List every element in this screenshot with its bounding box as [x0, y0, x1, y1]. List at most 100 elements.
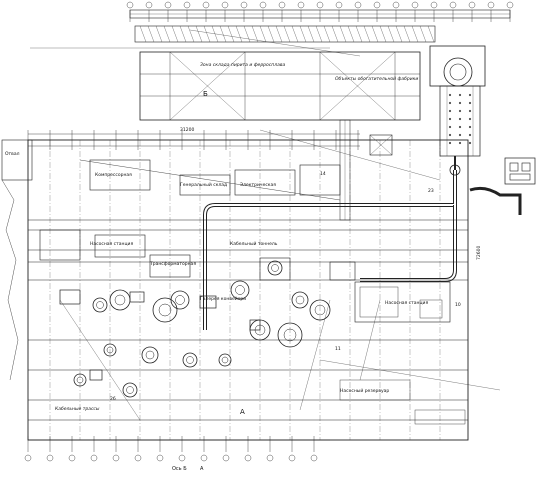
equipment-circle — [92, 297, 108, 313]
axis-bubble — [430, 1, 438, 9]
room-f — [94, 234, 146, 258]
axis-bubble — [373, 1, 381, 9]
tag-23: 23 — [428, 188, 434, 194]
equipment-circle — [103, 343, 117, 357]
dim-mid: 72600 — [476, 246, 482, 260]
axis-bubble — [183, 1, 191, 9]
bottom-axis-ticks — [24, 436, 318, 462]
dim-top: 31200 — [180, 127, 194, 133]
main-dimension-ticks — [27, 130, 359, 150]
axis-bubble — [449, 1, 457, 9]
label-row-1: Генеральный склад — [180, 181, 227, 188]
tag-26: 26 — [110, 396, 116, 402]
axis-bubble — [297, 1, 305, 9]
label-row-3: Электрическая — [240, 182, 276, 188]
equipment-box — [89, 369, 103, 381]
axis-bubble — [68, 454, 76, 462]
axis-bubble — [202, 1, 210, 9]
room-b — [179, 174, 231, 196]
equipment-circle — [277, 322, 303, 348]
tag-11: 11 — [335, 346, 341, 352]
axis-bubble — [487, 1, 495, 9]
axis-bubble — [354, 1, 362, 9]
label-bottom-section: А — [240, 408, 245, 416]
label-row-9: Кабельные трассы — [55, 406, 100, 412]
tower-drum — [443, 57, 473, 87]
label-top-area-2: Объекты обогатительной фабрики — [335, 76, 418, 82]
label-bottom: Ось Б — [172, 466, 187, 472]
top-axis-ticks — [126, 1, 514, 22]
axis-bubble — [316, 1, 324, 9]
axis-bubble — [506, 1, 514, 9]
axis-bubble — [156, 454, 164, 462]
axis-bubble — [335, 1, 343, 9]
axis-bubble — [164, 1, 172, 9]
room-c — [234, 169, 296, 196]
bottom-right-box — [339, 379, 411, 401]
equipment-circle — [170, 290, 190, 310]
tower-grid-dots — [448, 93, 472, 145]
label-row-7: Галерея конвейера — [200, 295, 246, 302]
label-row-8: Насосная станция — [385, 300, 428, 306]
axis-bubble — [240, 1, 248, 9]
axis-bubble — [46, 454, 54, 462]
tag-14: 14 — [320, 171, 326, 177]
room-a — [89, 159, 151, 191]
equipment-circle — [141, 346, 159, 364]
label-section-top: Б — [203, 90, 208, 98]
label-row-6: Кабельный тоннель — [230, 240, 278, 247]
label-bottom-2: А — [200, 466, 204, 472]
axis-bubble — [222, 454, 230, 462]
equipment-circle — [230, 280, 250, 300]
axis-bubble — [90, 454, 98, 462]
axis-bubble — [178, 454, 186, 462]
tower-shaft — [439, 85, 481, 157]
axis-bubble — [266, 454, 274, 462]
tag-10: 10 — [455, 302, 461, 308]
top-hatched-band — [134, 25, 436, 43]
equipment-units — [59, 260, 331, 398]
equipment-circle — [122, 382, 138, 398]
axis-bubble — [411, 1, 419, 9]
equipment-circle — [309, 299, 331, 321]
equipment-circle — [73, 373, 87, 387]
top-hatch-lines — [139, 25, 435, 43]
axis-bubble — [24, 454, 32, 462]
equipment-box — [199, 295, 217, 309]
small-unit — [369, 134, 393, 156]
room-g — [149, 254, 191, 278]
equipment-circle — [152, 297, 178, 323]
axis-bubble — [392, 1, 400, 9]
axis-bubble — [259, 1, 267, 9]
room-e — [39, 229, 81, 261]
right-equipment — [504, 157, 536, 185]
room-d — [299, 164, 341, 196]
axis-bubble — [126, 1, 134, 9]
axis-bubble — [244, 454, 252, 462]
axis-bubble — [288, 454, 296, 462]
axis-bubble — [310, 454, 318, 462]
equipment-circle — [267, 260, 283, 276]
label-row-5: Трансформаторная — [149, 261, 196, 267]
axis-bubble — [112, 454, 120, 462]
label-row-2: Компрессорная — [95, 172, 132, 178]
axis-bubble — [278, 1, 286, 9]
equipment-circle — [218, 353, 232, 367]
axis-bubble — [134, 454, 142, 462]
warehouse-building — [139, 51, 421, 121]
room-h — [259, 257, 291, 281]
left-annex — [1, 139, 33, 181]
equipment-box — [129, 291, 145, 303]
label-left: Отвал — [5, 151, 20, 157]
axis-bubble — [200, 454, 208, 462]
equipment-box — [249, 319, 261, 331]
label-row-4: Насосная станция — [90, 241, 133, 247]
axis-bubble — [468, 1, 476, 9]
equipment-circle — [109, 289, 131, 311]
room-i — [329, 261, 356, 281]
label-top-area: Зона склада пирита и ферросплава — [200, 62, 285, 68]
axis-bubble — [145, 1, 153, 9]
label-row-10: Насосный резервуар — [340, 387, 389, 394]
